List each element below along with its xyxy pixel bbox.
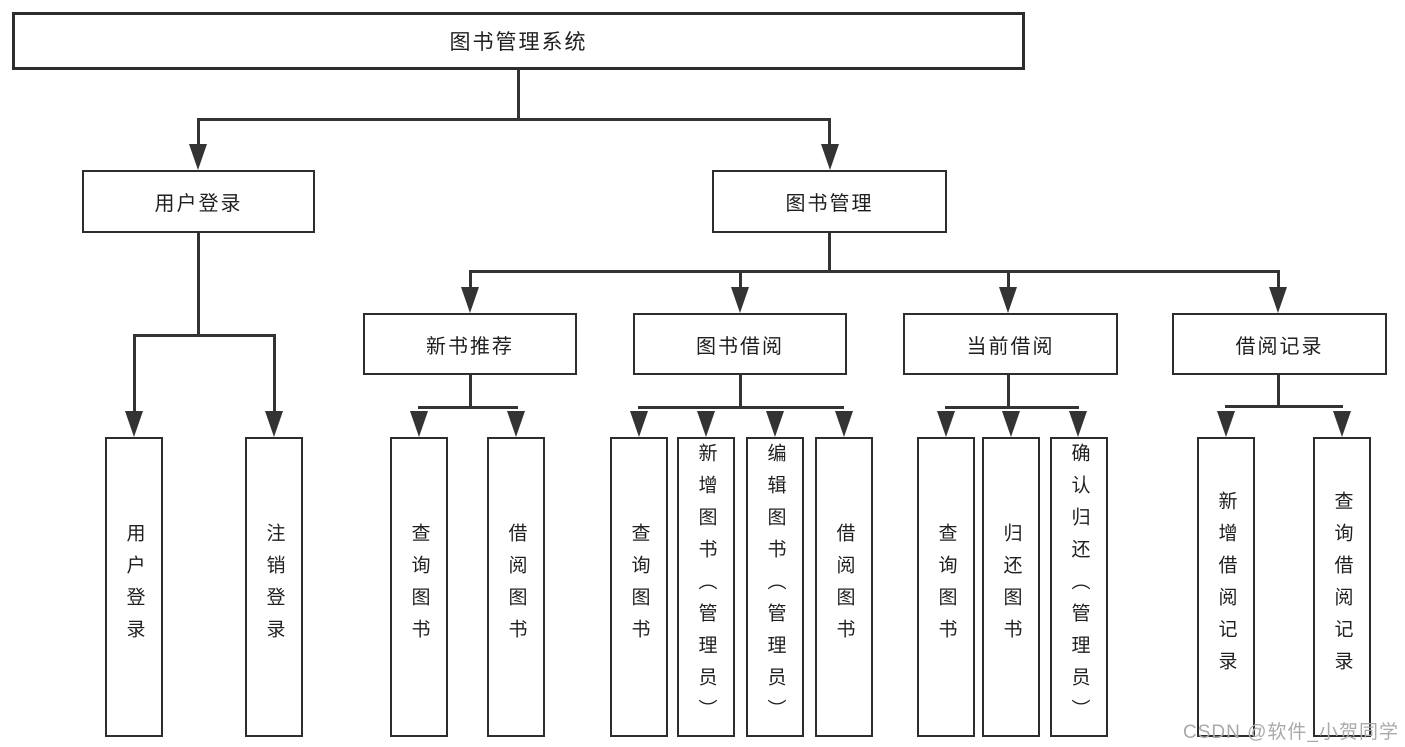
leaf-query-borrow-record-label: 查询借阅记录 xyxy=(1331,491,1353,683)
connector-line xyxy=(197,233,200,337)
arrow-down-icon xyxy=(937,411,955,437)
arrow-down-icon xyxy=(1333,411,1351,437)
leaf-edit-book-admin-label: 编辑图书（管理员） xyxy=(764,443,786,731)
leaf-return-book: 归还图书 xyxy=(982,437,1040,737)
connector-line xyxy=(133,334,276,337)
arrow-down-icon xyxy=(835,411,853,437)
leaf-logout: 注销登录 xyxy=(245,437,303,737)
node-book-borrow: 图书借阅 xyxy=(633,313,847,375)
arrow-down-icon xyxy=(1002,411,1020,437)
leaf-query-books-borrow-label: 查询图书 xyxy=(628,523,650,651)
arrow-down-icon xyxy=(697,411,715,437)
node-new-book-recommend-label: 新书推荐 xyxy=(426,335,514,358)
arrow-down-icon xyxy=(410,411,428,437)
connector-line xyxy=(418,406,518,409)
leaf-borrow-books: 借阅图书 xyxy=(815,437,873,737)
node-new-book-recommend: 新书推荐 xyxy=(363,313,577,375)
leaf-edit-book-admin: 编辑图书（管理员） xyxy=(746,437,804,737)
node-borrow-records-label: 借阅记录 xyxy=(1235,335,1324,358)
connector-line xyxy=(133,337,136,415)
leaf-logout-label: 注销登录 xyxy=(263,523,285,651)
leaf-add-borrow-record-label: 新增借阅记录 xyxy=(1215,491,1237,683)
node-user-login-label: 用户登录 xyxy=(154,193,243,215)
connector-line xyxy=(469,273,472,291)
leaf-query-borrow-record: 查询借阅记录 xyxy=(1313,437,1371,737)
leaf-borrow-books-recommend-label: 借阅图书 xyxy=(505,523,527,651)
connector-line xyxy=(517,70,520,120)
arrow-down-icon xyxy=(507,411,525,437)
leaf-return-book-label: 归还图书 xyxy=(1000,523,1022,651)
connector-line xyxy=(638,406,844,409)
arrow-down-icon xyxy=(125,411,143,437)
arrow-down-icon xyxy=(999,287,1017,313)
arrow-down-icon xyxy=(1269,287,1287,313)
arrow-down-icon xyxy=(731,287,749,313)
connector-line xyxy=(197,118,831,121)
connector-line xyxy=(739,273,742,291)
leaf-query-books-current: 查询图书 xyxy=(917,437,975,737)
arrow-down-icon xyxy=(189,144,207,170)
connector-line xyxy=(828,233,831,273)
csdn-watermark: CSDN @软件_小贺同学 xyxy=(1183,722,1399,743)
leaf-add-book-admin: 新增图书（管理员） xyxy=(677,437,735,737)
arrow-down-icon xyxy=(766,411,784,437)
connector-line xyxy=(469,375,472,409)
leaf-query-books-recommend: 查询图书 xyxy=(390,437,448,737)
arrow-down-icon xyxy=(265,411,283,437)
connector-line xyxy=(739,375,742,409)
arrow-down-icon xyxy=(630,411,648,437)
node-user-login: 用户登录 xyxy=(82,170,315,233)
connector-line xyxy=(1007,273,1010,291)
leaf-query-books-borrow: 查询图书 xyxy=(610,437,668,737)
arrow-down-icon xyxy=(1217,411,1235,437)
leaf-borrow-books-recommend: 借阅图书 xyxy=(487,437,545,737)
leaf-user-login-label: 用户登录 xyxy=(123,523,145,651)
node-root: 图书管理系统 xyxy=(12,12,1025,70)
arrow-down-icon xyxy=(461,287,479,313)
arrow-down-icon xyxy=(1069,411,1087,437)
connector-line xyxy=(469,270,1280,273)
node-root-label: 图书管理系统 xyxy=(449,31,588,54)
leaf-query-books-recommend-label: 查询图书 xyxy=(408,523,430,651)
node-book-management: 图书管理 xyxy=(712,170,947,233)
connector-line xyxy=(273,337,276,415)
leaf-user-login: 用户登录 xyxy=(105,437,163,737)
connector-line xyxy=(1277,273,1280,291)
node-book-management-label: 图书管理 xyxy=(785,193,874,215)
connector-line xyxy=(197,121,200,148)
leaf-query-books-current-label: 查询图书 xyxy=(935,523,957,651)
leaf-confirm-return-admin-label: 确认归还（管理员） xyxy=(1068,443,1090,731)
leaf-add-book-admin-label: 新增图书（管理员） xyxy=(695,443,717,731)
node-current-borrow: 当前借阅 xyxy=(903,313,1118,375)
connector-line xyxy=(1277,375,1280,408)
node-book-borrow-label: 图书借阅 xyxy=(696,335,784,358)
connector-line xyxy=(828,121,831,148)
connector-line xyxy=(1007,375,1010,409)
connector-line xyxy=(945,406,1079,409)
leaf-add-borrow-record: 新增借阅记录 xyxy=(1197,437,1255,737)
connector-line xyxy=(1225,405,1343,408)
leaf-borrow-books-label: 借阅图书 xyxy=(833,523,855,651)
node-borrow-records: 借阅记录 xyxy=(1172,313,1387,375)
node-current-borrow-label: 当前借阅 xyxy=(966,335,1055,358)
arrow-down-icon xyxy=(821,144,839,170)
leaf-confirm-return-admin: 确认归还（管理员） xyxy=(1050,437,1108,737)
